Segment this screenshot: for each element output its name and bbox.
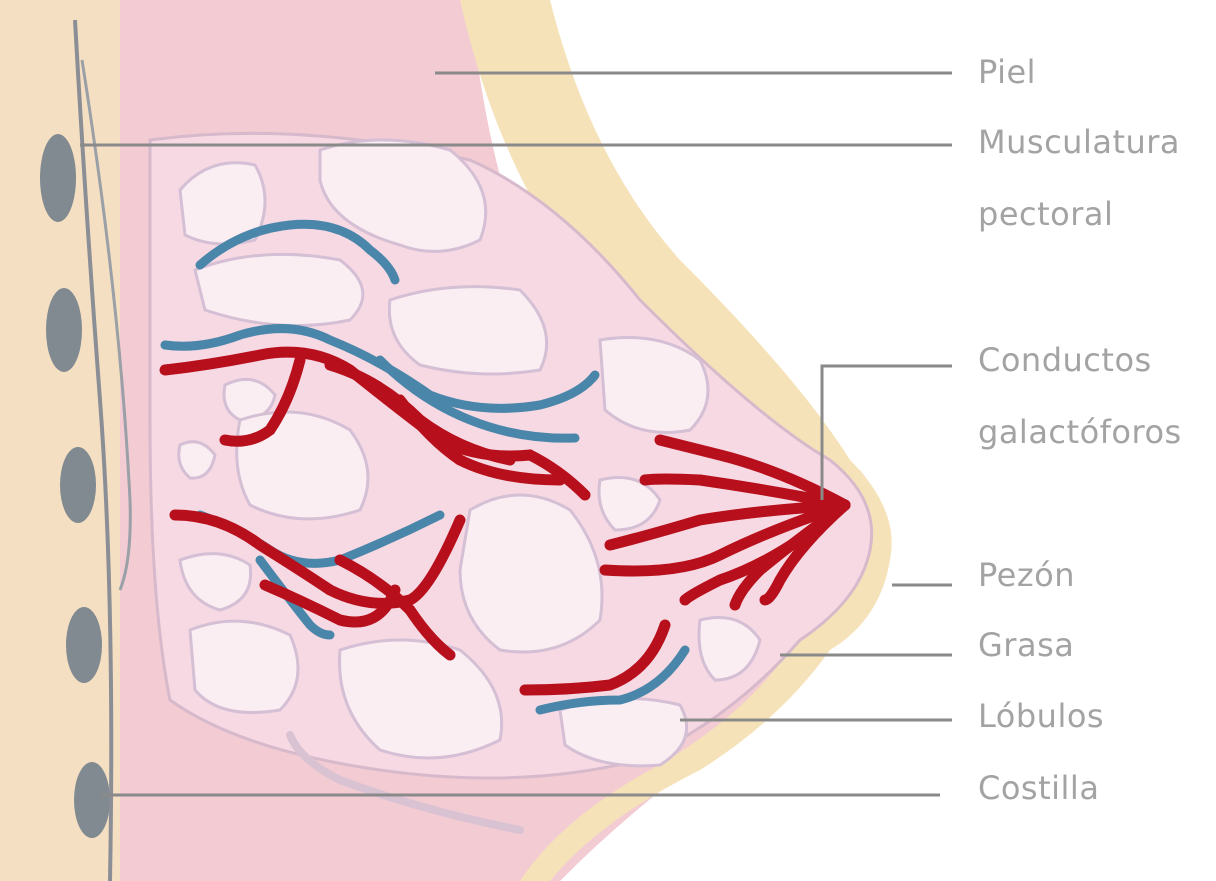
rib xyxy=(60,447,96,523)
rib xyxy=(66,607,102,683)
label-conductos: Conductos xyxy=(978,342,1152,379)
label-galactoforos: galactóforos xyxy=(978,414,1182,451)
rib xyxy=(40,134,76,222)
label-lobulos: Lóbulos xyxy=(978,698,1104,735)
label-grasa: Grasa xyxy=(978,627,1074,664)
lobule xyxy=(195,254,363,325)
label-musculatura: Musculatura xyxy=(978,124,1180,161)
lobule xyxy=(389,287,546,374)
label-pezon: Pezón xyxy=(978,557,1075,594)
rib xyxy=(46,288,82,372)
label-piel: Piel xyxy=(978,54,1036,91)
lobule xyxy=(237,412,368,519)
lobule xyxy=(190,621,298,712)
label-pectoral: pectoral xyxy=(978,196,1113,233)
chest-wall-skin xyxy=(0,0,140,881)
rib xyxy=(74,762,110,838)
label-costilla: Costilla xyxy=(978,770,1099,807)
